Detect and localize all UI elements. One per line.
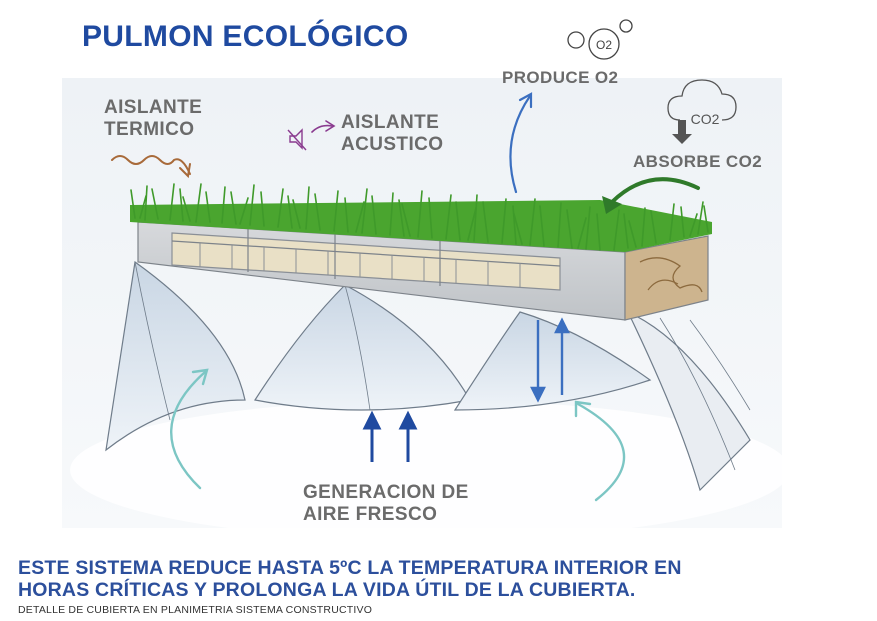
membrane-canopies <box>105 260 751 492</box>
label-produces-o2: PRODUCE O2 <box>502 68 619 87</box>
canopy-center <box>254 284 471 411</box>
grass-base <box>130 200 712 252</box>
fresh-air-arrows <box>362 410 418 462</box>
page-title: PULMON ECOLÓGICO <box>82 20 409 53</box>
muted-speaker-icon <box>287 128 307 151</box>
co2-absorb-arrowhead <box>602 196 622 214</box>
o2-bubble-text: O2 <box>596 38 612 52</box>
canopy-left <box>105 260 246 452</box>
label-absorbs-co2: ABSORBE CO2 <box>633 152 763 171</box>
thermal-heat-arrow <box>111 155 191 179</box>
grass-layer <box>130 183 712 252</box>
label-acoustic-insulation: AISLANTE ACUSTICO <box>341 112 444 155</box>
co2-absorb-arrow <box>610 177 700 204</box>
air-exchange-arrows <box>530 317 570 403</box>
ground-haze <box>70 400 790 540</box>
roof-slab <box>137 221 709 321</box>
canopy-center-right <box>453 311 652 411</box>
slab-side-face <box>624 235 709 321</box>
airflow-swirl-arrows <box>170 368 626 502</box>
o2-release-arrow <box>509 92 533 194</box>
co2-down-arrow-icon <box>672 120 692 144</box>
canopy-right <box>626 310 751 492</box>
co2-cloud-icon <box>667 79 737 121</box>
label-thermal-insulation: AISLANTE TERMICO <box>104 97 203 140</box>
figure-caption: DETALLE DE CUBIERTA EN PLANIMETRIA SISTE… <box>18 604 373 616</box>
system-benefit-statement: ESTE SISTEMA REDUCE HASTA 5ºC LA TEMPERA… <box>18 557 682 601</box>
label-fresh-air: GENERACION DE AIRE FRESCO <box>303 482 469 525</box>
o2-bubbles-icon <box>567 19 633 60</box>
acoustic-arrow <box>311 120 336 133</box>
co2-cloud-text: CO2 <box>691 111 720 127</box>
insulation-cells <box>199 243 521 287</box>
